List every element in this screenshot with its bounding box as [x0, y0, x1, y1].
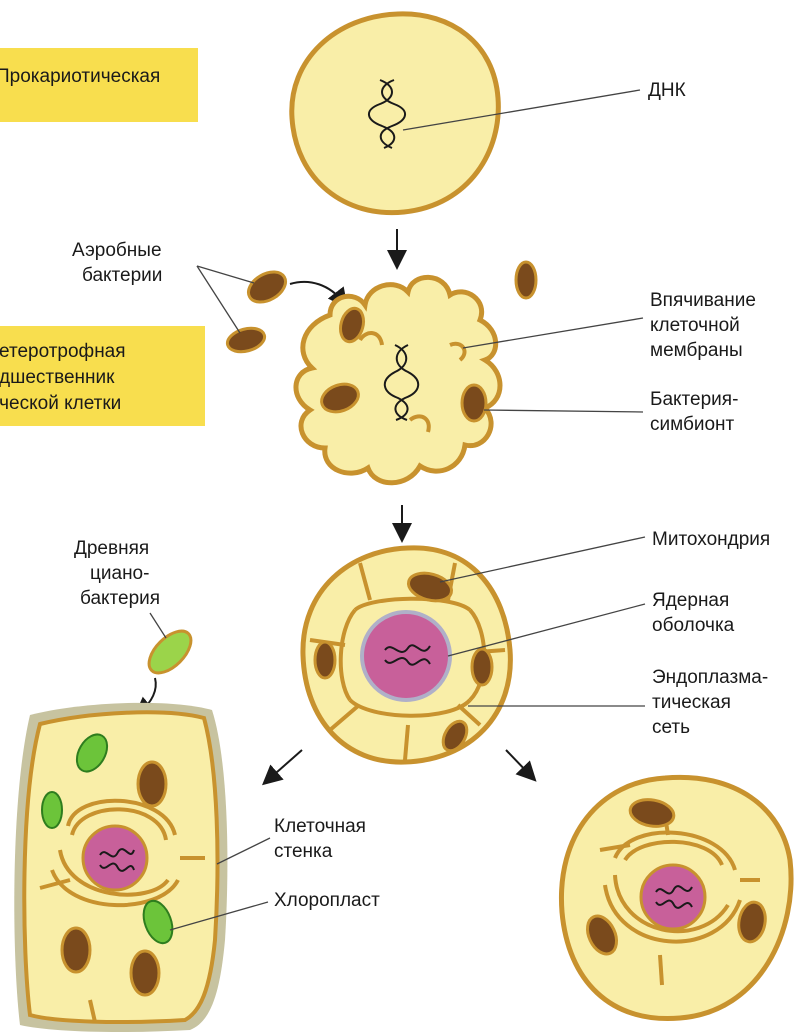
- arrow-to-plant: [268, 750, 302, 780]
- er-label-line2: тическая: [652, 692, 731, 713]
- plant-cell: [14, 703, 270, 1032]
- heterotroph-cell: [296, 277, 643, 482]
- invagination-label-line2: клеточной: [650, 315, 740, 336]
- prokaryote-banner: Прокариотическая: [0, 48, 198, 122]
- heterotroph-banner: Гетеротрофная предшественник эукариотиче…: [0, 326, 205, 426]
- invagination-label-line1: Впячивание: [650, 290, 756, 311]
- early-eukaryote-cell: [303, 537, 645, 762]
- prokaryotic-cell: [292, 14, 640, 213]
- cyano-label-line3: бактерия: [80, 588, 160, 609]
- symbiont-pointer: [484, 410, 643, 412]
- prokaryote-banner-text: Прокариотическая: [0, 66, 160, 87]
- animal-cell: [561, 777, 791, 1018]
- heterotroph-banner-line1: Гетеротрофная: [0, 341, 126, 362]
- aerobic-label-line1: Аэробные: [72, 240, 162, 261]
- er-label-line3: сеть: [652, 717, 690, 738]
- cell-wall-label-line2: стенка: [274, 841, 333, 862]
- chloroplast-label: Хлоропласт: [274, 890, 380, 911]
- dna-label: ДНК: [648, 80, 686, 101]
- cyano-label-line1: Древняя: [74, 538, 149, 559]
- cell-wall-label-line1: Клеточная: [274, 816, 366, 837]
- heterotroph-banner-line2: предшественник: [0, 367, 115, 388]
- mitochondria-label: Митохондрия: [652, 529, 770, 550]
- aerobic-label-line2: бактерии: [82, 265, 162, 286]
- heterotroph-banner-line3: эукариотической клетки: [0, 393, 121, 414]
- arrow-to-animal: [506, 750, 531, 776]
- symbiont-label-line1: Бактерия-: [650, 389, 738, 410]
- cyano-label-line2: циано-: [90, 563, 149, 584]
- er-label-line1: Эндоплазма-: [652, 667, 768, 688]
- mitochondria-pointer: [440, 537, 645, 582]
- symbiont-label-line2: симбионт: [650, 414, 735, 435]
- nuclear-label-line2: оболочка: [652, 615, 735, 636]
- cyanobacterium: [140, 613, 198, 712]
- nuclear-label-line1: Ядерная: [652, 590, 729, 611]
- invagination-label-line3: мембраны: [650, 340, 743, 361]
